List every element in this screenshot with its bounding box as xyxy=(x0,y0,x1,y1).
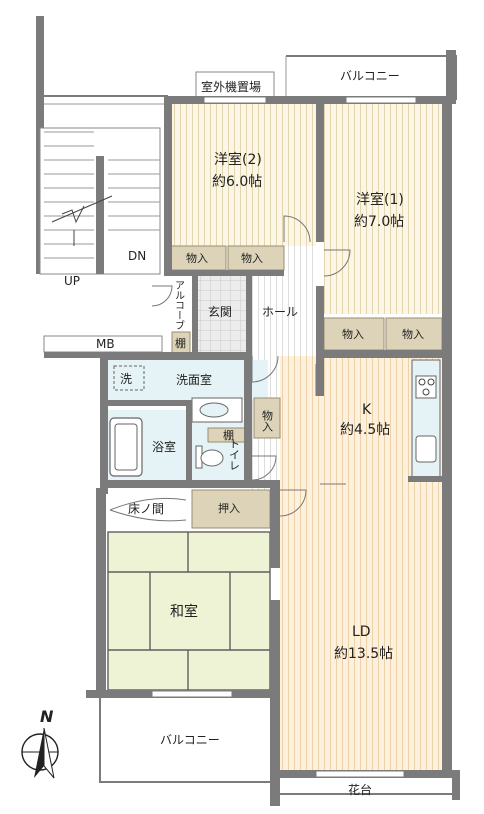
oshiire-label: 押入 xyxy=(218,501,240,515)
balcony-top-label: バルコニー xyxy=(340,69,400,83)
balcony-top xyxy=(285,50,457,100)
bedroom2-area: 約6.0帖 xyxy=(212,174,262,190)
flower-bed xyxy=(270,770,460,800)
tokonoma-frame xyxy=(109,497,187,522)
hall-closet-label: 物入 xyxy=(261,409,274,432)
balcony-bottom-label: バルコニー xyxy=(160,733,220,747)
ld-name: LD xyxy=(352,624,371,640)
meter-box-label: MB xyxy=(96,337,115,351)
ld-area: 約13.5帖 xyxy=(334,646,393,662)
bedroom2-floor xyxy=(168,104,316,246)
bedroom2-closet-right xyxy=(227,245,285,271)
washitsu-floor xyxy=(108,532,270,690)
bathroom-name: 浴室 xyxy=(152,439,176,454)
stairwell xyxy=(36,16,168,275)
doors xyxy=(151,215,351,517)
washer-space xyxy=(113,365,145,391)
windows xyxy=(151,96,417,778)
washer-label: 洗 xyxy=(120,372,132,386)
bedroom1-closet-left-label: 物入 xyxy=(342,327,364,341)
tokonoma-name: 床ノ間 xyxy=(128,502,164,516)
kitchen-area: 約4.5帖 xyxy=(340,422,390,438)
bedroom2-closet-right-label: 物入 xyxy=(241,251,263,265)
bedroom2-name: 洋室(2) xyxy=(214,151,262,168)
outdoor-unit-area xyxy=(195,71,275,101)
alcove-label: アルコーブ xyxy=(173,280,185,330)
entrance-floor xyxy=(198,274,246,352)
washroom-name: 洗面室 xyxy=(176,372,212,387)
bedroom1-floor xyxy=(324,104,442,314)
toilet-bowl xyxy=(195,445,224,469)
compass-north-label: N xyxy=(40,707,54,726)
toilet-shelf-label: 棚 xyxy=(223,428,234,442)
bedroom1-closet-right xyxy=(385,317,443,351)
washbasin xyxy=(191,397,243,423)
bedroom1-name: 洋室(1) xyxy=(356,191,404,208)
hall-name: ホール xyxy=(262,305,298,319)
hall-closet xyxy=(253,397,281,439)
bedroom1-area: 約7.0帖 xyxy=(354,214,404,230)
kitchen-name: K xyxy=(362,402,372,418)
outdoor-unit-label: 室外機置場 xyxy=(201,79,261,94)
north-compass-icon xyxy=(21,727,59,779)
stairs-up-label: UP xyxy=(64,274,80,288)
entrance-name: 玄関 xyxy=(208,304,232,319)
stairs-down-label: DN xyxy=(128,249,146,263)
balcony-bottom xyxy=(99,698,270,783)
washroom-floor xyxy=(108,360,268,400)
tatami-mats xyxy=(107,531,271,691)
bedroom1-closet-right-label: 物入 xyxy=(402,327,424,341)
bedroom2-closet-left-label: 物入 xyxy=(186,251,208,265)
toilet-name: トイレ xyxy=(228,438,241,471)
alcove-shelf-label: 棚 xyxy=(175,336,186,350)
bathtub xyxy=(109,417,143,477)
washitsu-name: 和室 xyxy=(170,603,198,620)
flower-bed-label: 花台 xyxy=(348,782,372,797)
kitchen-counter xyxy=(411,359,441,479)
